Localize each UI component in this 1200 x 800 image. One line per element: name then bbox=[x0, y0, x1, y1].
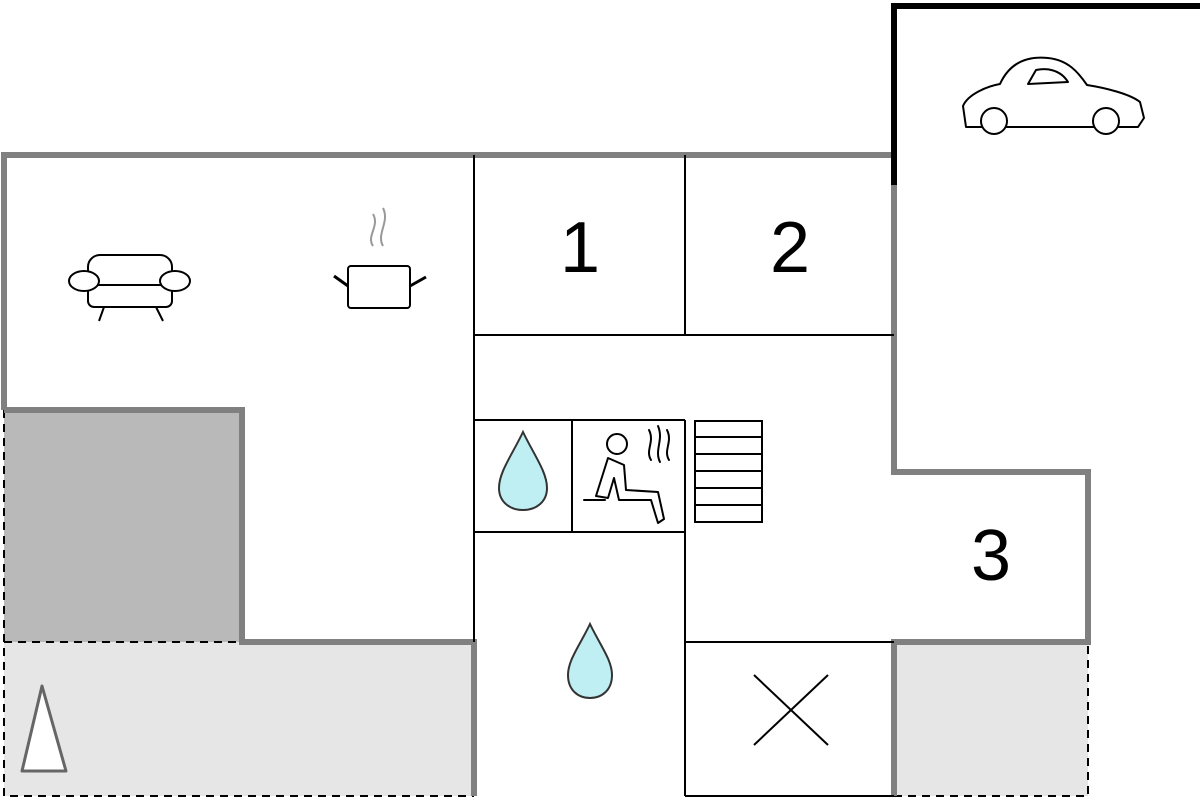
terrace-right bbox=[894, 642, 1089, 797]
water-drop-icon bbox=[497, 429, 549, 512]
room-label-1: 1 bbox=[560, 208, 600, 288]
room-label-3: 3 bbox=[971, 516, 1011, 596]
closed-cross-icon bbox=[753, 674, 829, 746]
stairs-icon bbox=[694, 420, 763, 523]
outer-walls bbox=[1, 152, 1091, 796]
interior-walls bbox=[473, 155, 894, 797]
dark-area bbox=[4, 410, 242, 642]
terrace-left bbox=[3, 410, 474, 797]
room-label-2: 2 bbox=[770, 208, 810, 288]
sofa-icon bbox=[68, 254, 191, 322]
sauna-icon bbox=[583, 425, 670, 524]
water-drop-icon bbox=[566, 621, 614, 700]
north-arrow-icon bbox=[20, 684, 68, 773]
carport-outline bbox=[891, 3, 1200, 185]
cooking-pot-icon bbox=[333, 207, 427, 309]
car-icon bbox=[962, 56, 1145, 135]
